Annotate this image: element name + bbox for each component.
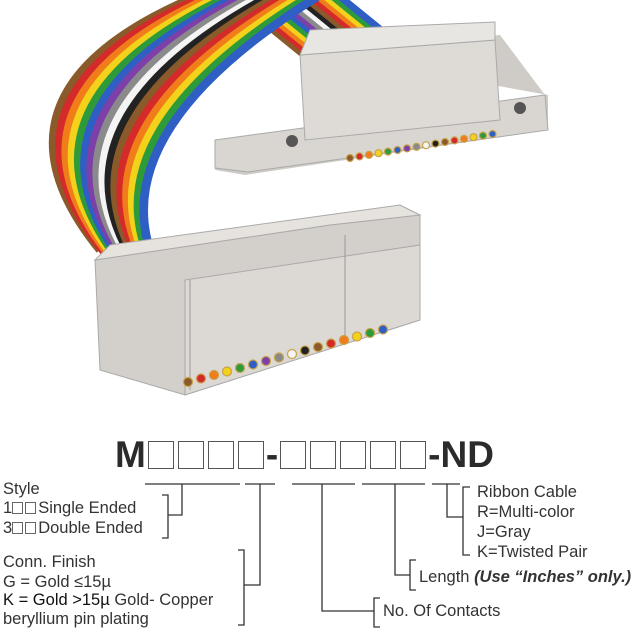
wire-end (393, 145, 402, 155)
wire-end (478, 131, 488, 140)
wire-end (247, 359, 259, 370)
wire (133, 0, 313, 275)
wire-end (273, 352, 285, 363)
cable-option: J=Gray (477, 523, 531, 541)
wire-end (450, 136, 459, 145)
part-slot-box (177, 441, 204, 469)
wire-end (195, 373, 207, 384)
wire-end (221, 366, 233, 377)
wire-end (355, 152, 364, 161)
style-title: Style (3, 480, 40, 498)
callout-lines (145, 483, 470, 628)
wire-end (374, 149, 383, 158)
wire-end (364, 150, 374, 159)
wire-end (377, 324, 389, 335)
cable-title: Ribbon Cable (477, 483, 577, 501)
wire-end (459, 134, 469, 143)
part-slot-box (147, 441, 174, 469)
wire-end (312, 341, 324, 353)
length-label: Length (Use “Inches” only.) (419, 568, 632, 586)
part-slot-box (340, 441, 367, 469)
wire-end (383, 147, 393, 156)
finish-k: K = Gold >15µ Gold- Copper (3, 591, 214, 609)
lower-wire-ends (182, 324, 389, 388)
wire-end (351, 331, 363, 342)
wire-end (345, 153, 355, 163)
wire-end (325, 338, 337, 349)
wire-end (402, 144, 412, 153)
wire-end (421, 141, 431, 150)
wire-end (208, 369, 220, 381)
contacts-label: No. Of Contacts (383, 602, 501, 620)
upper-connector (214, 21, 549, 175)
lower-connector (93, 204, 422, 396)
wire-end (234, 362, 246, 374)
cable-option: R=Multi-color (477, 503, 575, 521)
wire-end (182, 376, 194, 388)
finish-k-line2: beryllium pin plating (3, 610, 149, 628)
part-slot-box (370, 441, 397, 469)
part-suffix: -ND (428, 434, 494, 475)
wire-end (440, 137, 450, 147)
wire-end (338, 334, 350, 346)
wire-end (364, 327, 376, 339)
ribbon-cable-assembly-image (48, 0, 549, 396)
finish-title: Conn. Finish (3, 553, 96, 571)
part-slot-box (310, 441, 337, 469)
wire-end (286, 348, 298, 360)
part-slot-box (280, 441, 307, 469)
wire-end (299, 345, 311, 356)
part-slot-box (237, 441, 264, 469)
part-number-template: M - -ND (115, 435, 494, 475)
finish-g: G = Gold ≤15µ (3, 573, 111, 591)
wire-end (488, 129, 497, 139)
cable-option: K=Twisted Pair (477, 543, 588, 561)
wire-end (431, 139, 440, 148)
part-separator: - (265, 434, 279, 475)
wire-end (412, 142, 421, 151)
wire (139, 0, 321, 276)
wire-end (260, 355, 272, 367)
part-slot-box (400, 441, 427, 469)
upper-wire-ends (345, 129, 497, 163)
wire-end (469, 133, 478, 142)
part-prefix: M (115, 434, 146, 475)
part-slot-box (207, 441, 234, 469)
